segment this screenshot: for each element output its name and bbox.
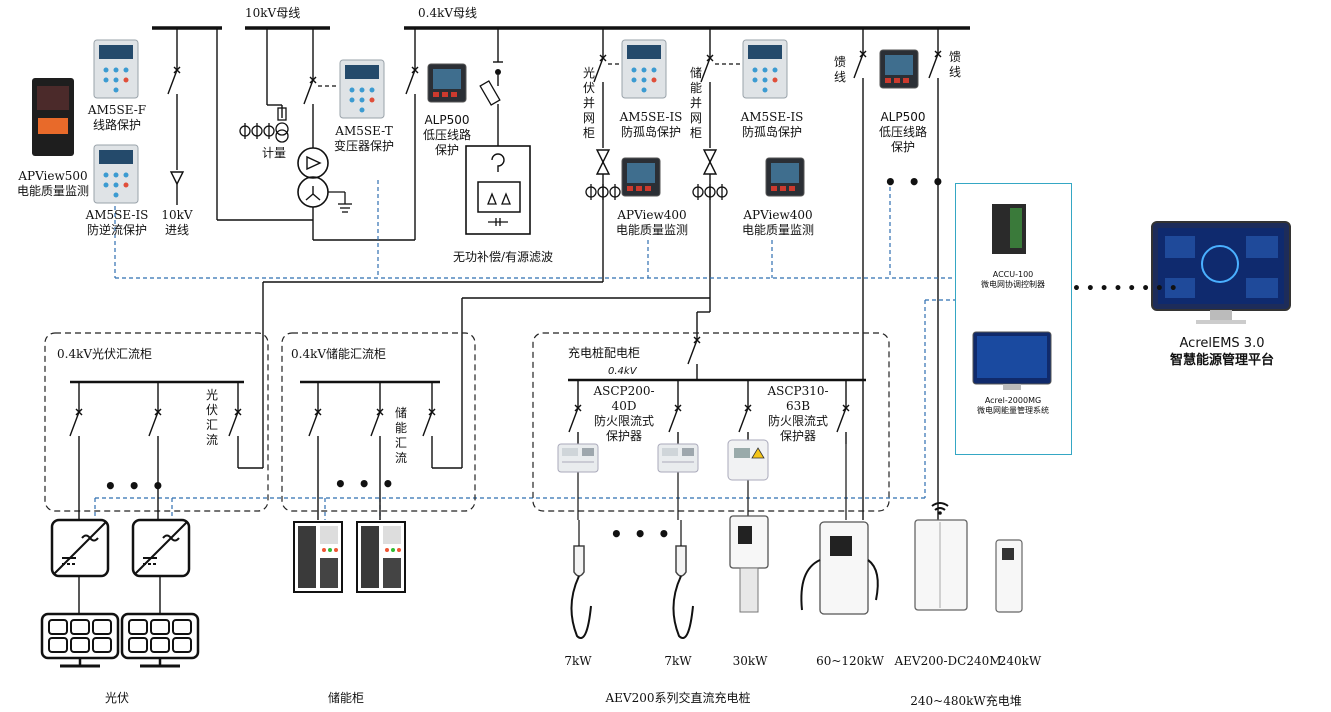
controller-images [972,204,1052,390]
apview500-label-1: APView500 [18,169,88,183]
charge-box-title: 充电桩配电柜 [568,346,641,360]
acrel-name: Acrel-2000MG [984,396,1042,405]
apview400-a-label-1: APView400 [617,208,687,222]
apview400-a-label-2: 电能质量监测 [615,223,689,237]
charge-box-bus: 0.4kV [608,366,637,377]
link-dots: • • • • • • • • [1072,281,1178,297]
caption-storage: 储能柜 [327,691,365,705]
acrel-desc: 微电网能量管理系统 [977,406,1049,415]
accu-desc: 微电网协调控制器 [981,280,1045,289]
ellipsis-chargers: • • • [610,522,673,546]
alp500-a-label-3: 保护 [434,143,460,157]
bus-04kv-label: 0.4kV母线 [418,6,478,20]
am5se-is-a-label-1: AM5SE-IS [619,110,683,124]
power-6: 240kW [998,654,1042,668]
am5se-is-left-label-2: 防逆流保护 [86,223,148,237]
ascp200-label-3: 防火限流式 [593,414,655,428]
am5se-is-b-label-2: 防孤岛保护 [741,125,803,139]
feeder-1-label: 馈线 [834,55,847,84]
caption-chargers: AEV200系列交直流充电桩 [605,691,751,705]
apview400-b-label-2: 电能质量监测 [741,223,815,237]
pv-box-title: 0.4kV光伏汇流柜 [57,347,153,361]
am5se-is-b-label-1: AM5SE-IS [740,110,804,124]
ascp200-label-4: 保护器 [605,429,643,443]
platform-name: AcrelEMS 3.0 [1179,336,1265,351]
storage-box-title: 0.4kV储能汇流柜 [291,347,387,361]
ascp200-label-1: ASCP200- [593,384,655,398]
ellipsis-pv: • • • [104,474,167,498]
caption-stack: 240~480kW充电堆 [910,694,1022,708]
alp500-b-label-2: 低压线路 [878,125,928,139]
am5se-is-left-label-1: AM5SE-IS [85,208,149,222]
power-2: 7kW [664,654,692,668]
am5se-is-a-label-2: 防孤岛保护 [620,125,682,139]
incoming-label-1: 10kV [161,208,193,222]
controller-panel: ACCU-100 微电网协调控制器 Acrel-2000MG 微电网能量管理系统 [955,183,1072,455]
storage-box-branch: 储能汇流 [395,406,408,465]
apview400-b-label-1: APView400 [743,208,813,222]
ascp310-label-3: 防火限流式 [767,414,829,428]
alp500-a-label-1: ALP500 [424,113,470,127]
caption-pv: 光伏 [104,691,130,705]
bus-10kv-label: 10kV母线 [245,6,301,20]
power-4: 60~120kW [816,654,884,668]
alp500-b-label-3: 保护 [890,140,916,154]
metering-label: 计量 [262,146,287,160]
compensation-label: 无功补偿/有源滤波 [452,250,554,264]
am5se-t-label-2: 变压器保护 [333,139,395,153]
ascp310-label-4: 保护器 [779,429,817,443]
storage-cabinet-label: 储能并网柜 [690,66,703,140]
ellipsis-feeders: • • • [884,170,947,194]
ellipsis-storage: • • • [334,472,397,496]
incoming-label-2: 进线 [164,223,190,237]
accu-name: ACCU-100 [992,270,1034,279]
am5se-f-label-2: 线路保护 [92,118,142,132]
power-5: AEV200-DC240M [894,654,1002,668]
platform-desc: 智慧能源管理平台 [1169,353,1275,368]
am5se-f-label-1: AM5SE-F [87,103,147,117]
power-1: 7kW [564,654,592,668]
pv-box-branch: 光伏汇流 [206,388,219,447]
apview500-label-2: 电能质量监测 [16,184,90,198]
alp500-b-label-1: ALP500 [880,110,926,124]
am5se-t-label-1: AM5SE-T [335,124,393,138]
ascp310-label-2: 63B [785,399,811,413]
alp500-a-label-2: 低压线路 [422,128,472,142]
ascp200-label-2: 40D [611,399,637,413]
feeder-2-label: 馈线 [949,50,962,79]
ascp310-label-1: ASCP310- [767,384,829,398]
power-3: 30kW [732,654,768,668]
pv-cabinet-label: 光伏并网柜 [583,66,596,140]
